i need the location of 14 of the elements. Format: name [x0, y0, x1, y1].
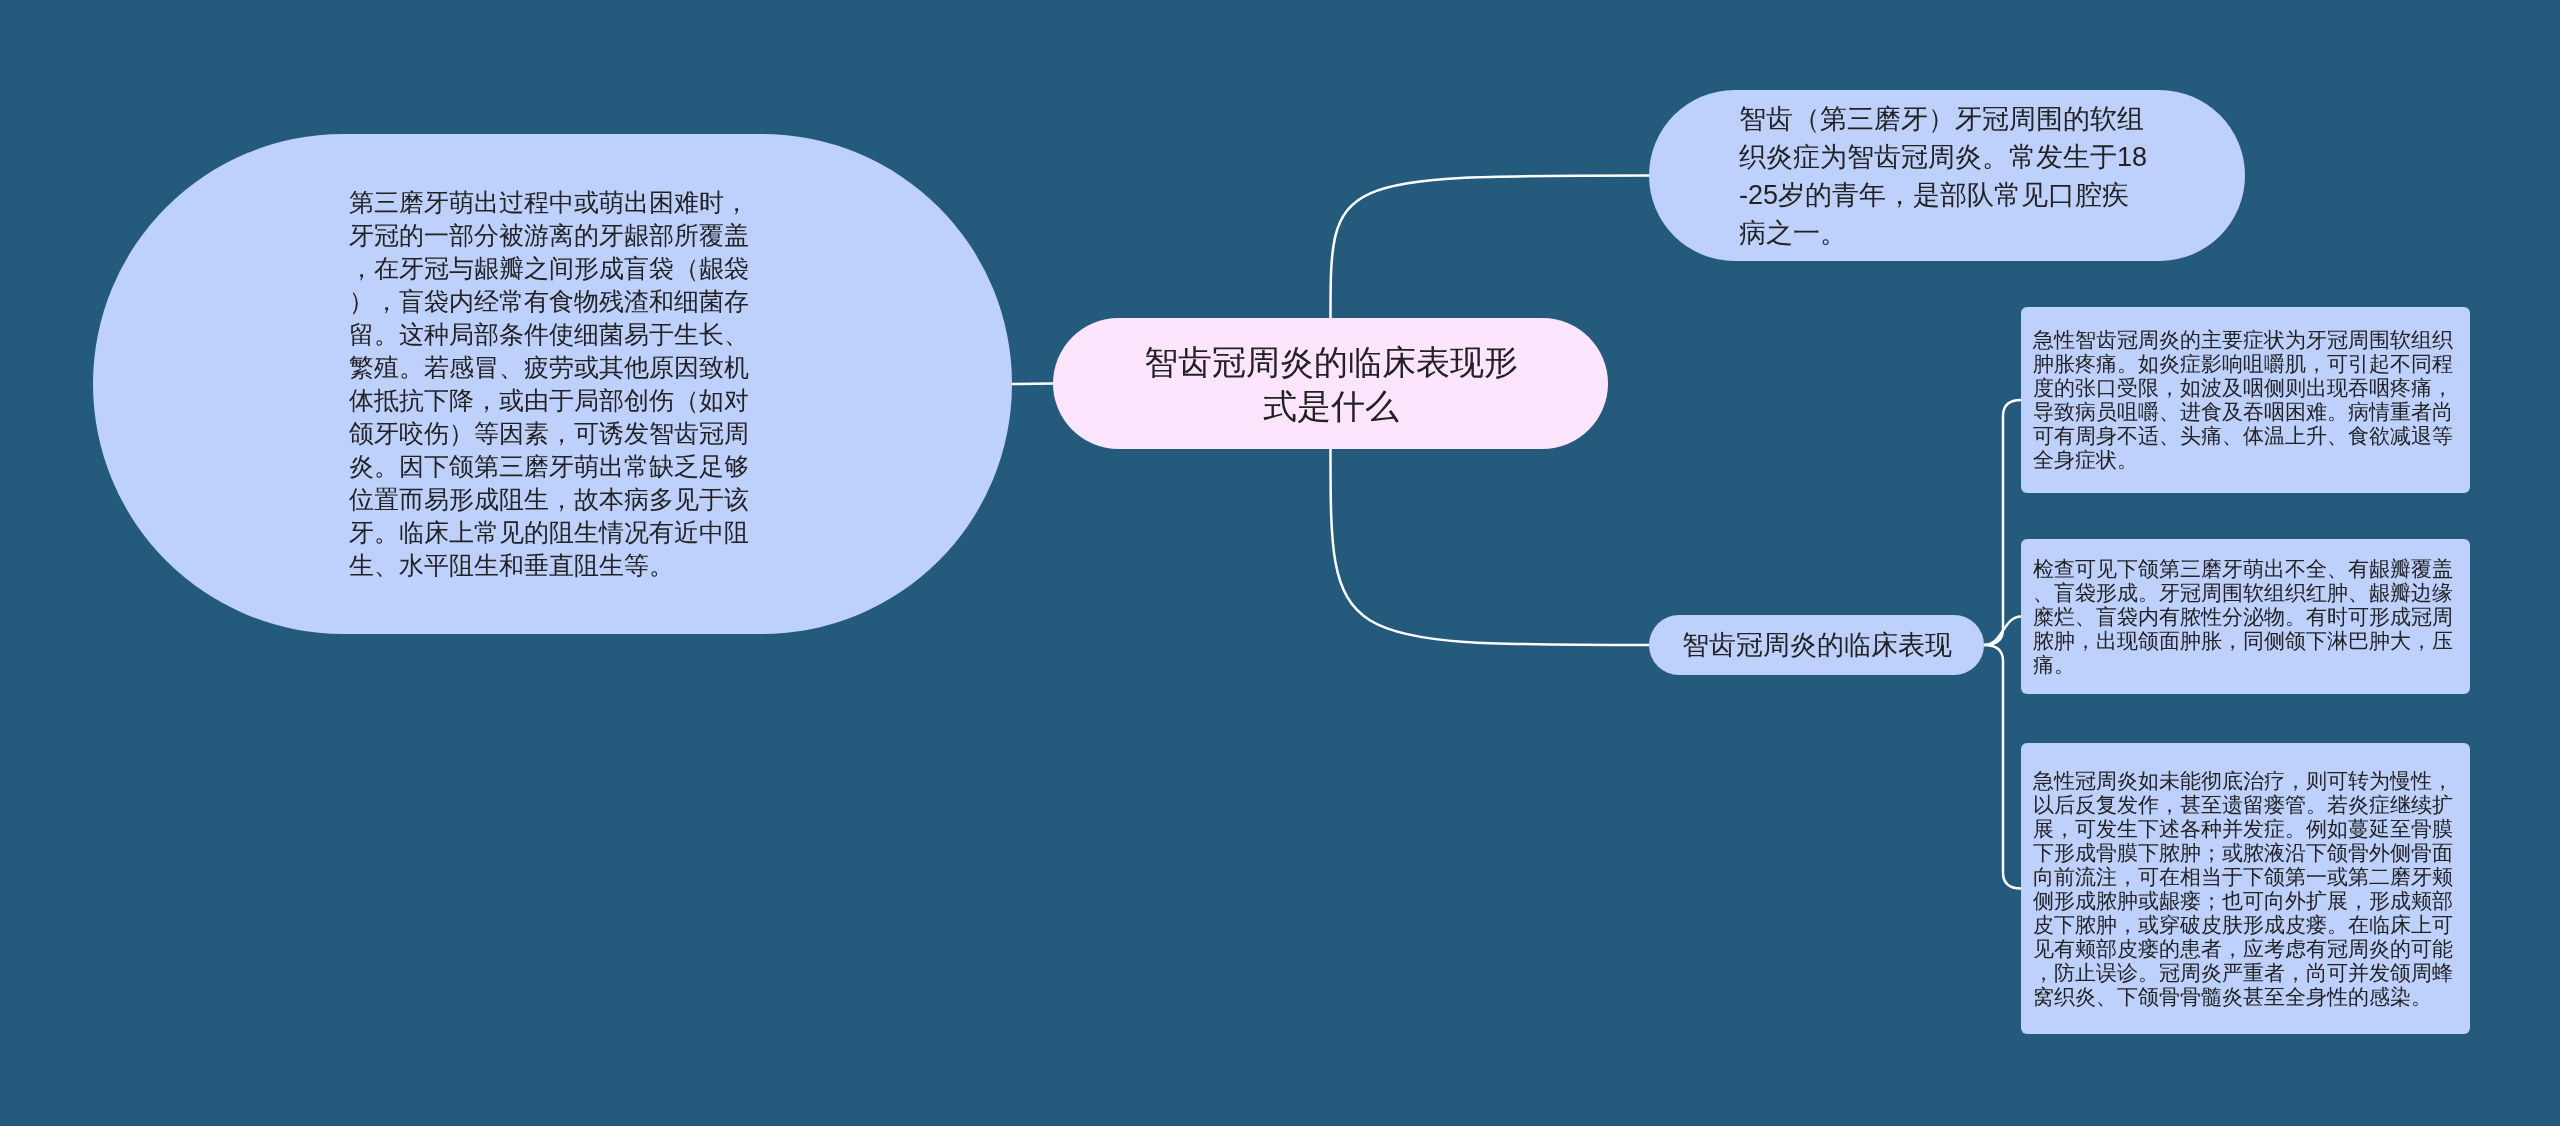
branch-pill — [1649, 615, 1984, 675]
node-text: 急性冠周炎如未能彻底治疗，则可转为慢性，以后反复发作，甚至遗留瘘管。若炎症继续扩展，可发生下述各种并发症。例如蔓延至骨膜下形成骨膜下脓肿；或脓液沿下颌骨外侧骨面向前流注，可在相当于下颌第一或第二磨牙颊侧形成脓肿或龈瘘；也可向外扩展，形成颊部皮下脓肿，或穿破皮肤形成皮瘘。在临床上可见有颊部皮瘘的患者，应考虑有冠周炎的可能，防止误诊。冠周炎严重者，尚可并发颌周蜂窝织炎、下颌骨骨髓炎甚至全身性的感染。 — [2033, 768, 2454, 1009]
detail-card — [2021, 539, 2470, 694]
connector-line — [1012, 382, 1053, 386]
node-text: 急性智齿冠周炎的主要症状为牙冠周围软组织肿胀疼痛。如炎症影响咀嚼肌，可引起不同程度的张口受限，如波及咽侧则出现吞咽疼痛，导致病员咀嚼、进食及吞咽困难。病情重者尚可有周身不适、头痛、体温上升、食欲减退等全身症状。 — [2033, 328, 2454, 472]
connector-line — [1329, 449, 1649, 647]
node-text: 第三磨牙萌出过程中或萌出困难时，牙冠的一部分被游离的牙龈部所覆盖，在牙冠与龈瓣之间形成盲袋（龈袋），盲袋内经常有食物残渣和细菌存留。这种局部条件使细菌易于生长、繁殖。若感冒、疲劳或其他原因致机体抵抗下降，或由于局部创伤（如对颌牙咬伤）等因素，可诱发智齿冠周炎。因下颌第三磨牙萌出常缺乏足够位置而易形成阻生，故本病多见于该牙。临床上常见的阻生情况有近中阻生、水平阻生和垂直阻生等。 — [348, 187, 750, 581]
detail-card — [2021, 743, 2470, 1034]
node-text: 智齿（第三磨牙）牙冠周围的软组织炎症为智齿冠周炎。常发生于18-25岁的青年，是部队常见口腔疾病之一。 — [1739, 102, 2149, 250]
node-text: 智齿冠周炎的临床表现形式是什么 — [1142, 341, 1519, 427]
detail-card — [2021, 307, 2470, 493]
node-text: 智齿冠周炎的临床表现 — [1681, 629, 1952, 662]
node-text: 检查可见下颌第三磨牙萌出不全、有龈瓣覆盖、盲袋形成。牙冠周围软组织红肿、龈瓣边缘糜烂、盲袋内有脓性分泌物。有时可形成冠周脓肿，出现颌面肿胀，同侧颌下淋巴肿大，压痛。 — [2033, 556, 2454, 677]
connector-line — [1329, 174, 1649, 318]
